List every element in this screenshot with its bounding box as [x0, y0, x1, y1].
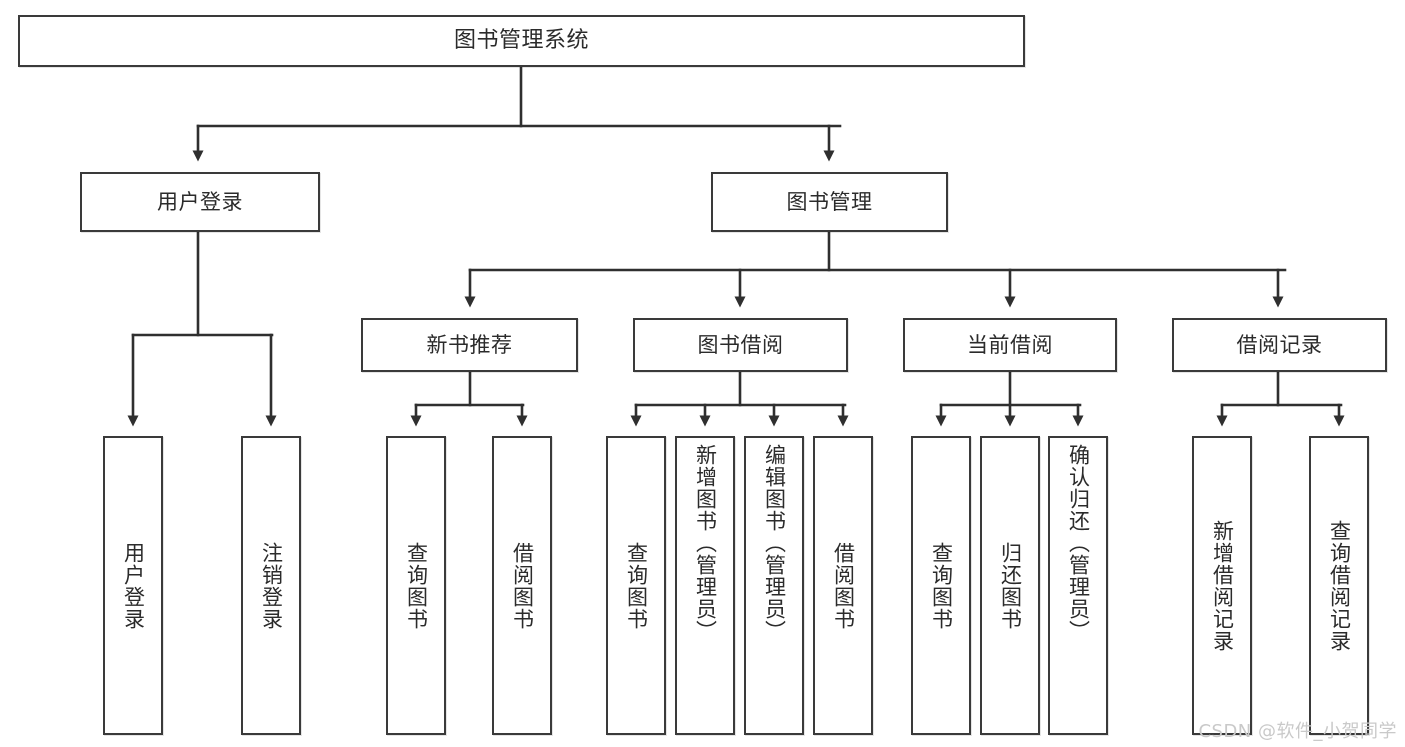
node-leaf-query-borrow-record[interactable]: 查询借阅记录: [1309, 436, 1369, 735]
node-label: 查询图书: [624, 541, 649, 630]
node-leaf-return-book[interactable]: 归还图书: [980, 436, 1040, 735]
node-label: 借阅图书: [510, 541, 535, 630]
node-leaf-user-login[interactable]: 用户登录: [103, 436, 163, 735]
node-label: 查询图书: [929, 541, 954, 630]
node-leaf-confirm-return-admin[interactable]: 确认归还（管理员）: [1048, 436, 1108, 735]
node-leaf-query-book-borrow[interactable]: 查询图书: [606, 436, 666, 735]
node-leaf-user-logout[interactable]: 注销登录: [241, 436, 301, 735]
node-book-borrow[interactable]: 图书借阅: [633, 318, 848, 372]
node-leaf-edit-book-admin[interactable]: 编辑图书（管理员）: [744, 436, 804, 735]
node-label: 图书管理系统: [453, 28, 589, 54]
node-title-book-management-system[interactable]: 图书管理系统: [18, 15, 1025, 67]
node-current-borrow[interactable]: 当前借阅: [903, 318, 1117, 372]
node-label: 借阅图书: [831, 541, 856, 630]
node-label: 新书推荐: [426, 332, 513, 357]
node-leaf-query-book-current[interactable]: 查询图书: [911, 436, 971, 735]
node-label: 图书管理: [786, 189, 873, 214]
node-new-book-recommend[interactable]: 新书推荐: [361, 318, 578, 372]
node-label: 查询图书: [404, 541, 429, 630]
node-leaf-add-book-admin[interactable]: 新增图书（管理员）: [675, 436, 735, 735]
node-label: 用户登录: [121, 541, 146, 630]
node-label: 注销登录: [259, 541, 284, 630]
node-book-management[interactable]: 图书管理: [711, 172, 948, 232]
node-label: 编辑图书（管理员）: [762, 444, 787, 642]
node-label: 用户登录: [157, 189, 243, 214]
node-label: 查询借阅记录: [1327, 519, 1352, 652]
node-label: 确认归还（管理员）: [1066, 444, 1091, 642]
node-label: 归还图书: [998, 541, 1023, 630]
node-leaf-add-borrow-record[interactable]: 新增借阅记录: [1192, 436, 1252, 735]
node-user-login[interactable]: 用户登录: [80, 172, 320, 232]
watermark-text: CSDN @软件_小贺同学: [1198, 721, 1397, 742]
node-leaf-borrow-book-recommend[interactable]: 借阅图书: [492, 436, 552, 735]
node-label: 图书借阅: [697, 332, 784, 357]
node-label: 当前借阅: [967, 332, 1053, 357]
node-leaf-query-book-recommend[interactable]: 查询图书: [386, 436, 446, 735]
node-label: 借阅记录: [1236, 332, 1323, 357]
node-borrow-record[interactable]: 借阅记录: [1172, 318, 1387, 372]
node-leaf-borrow-book[interactable]: 借阅图书: [813, 436, 873, 735]
node-label: 新增图书（管理员）: [693, 444, 718, 642]
node-label: 新增借阅记录: [1210, 519, 1235, 652]
